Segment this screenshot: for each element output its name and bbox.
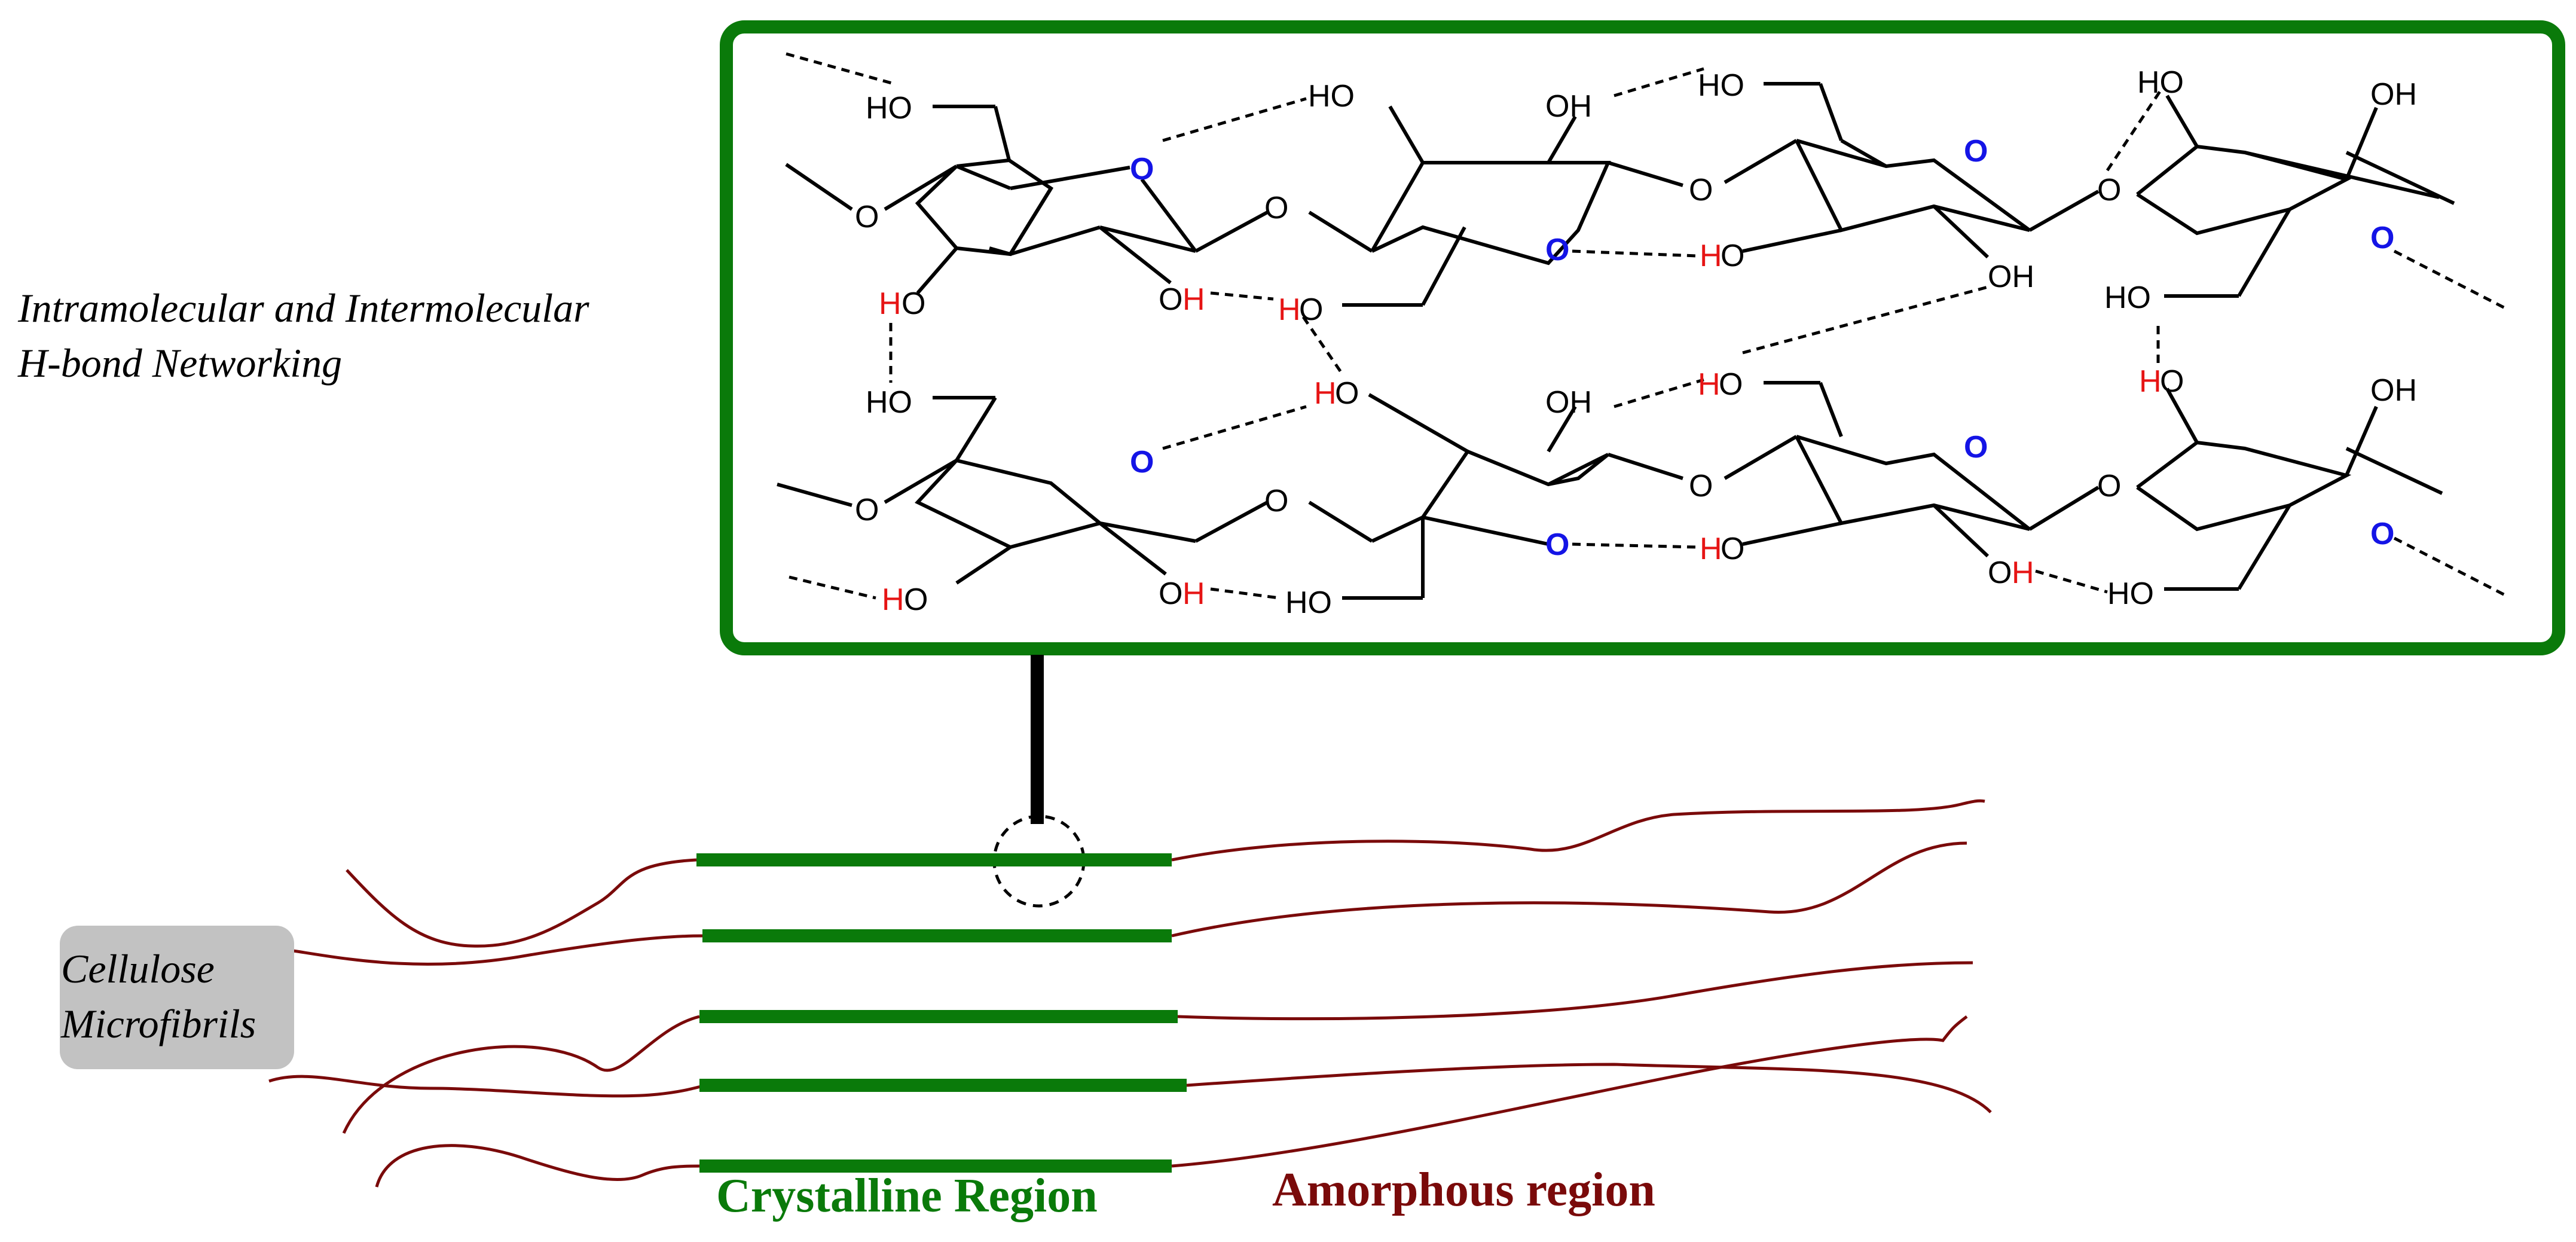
cellulose-chain-2 [777, 381, 2443, 600]
atom-oh: OH [1545, 385, 1592, 420]
hbond-frame [720, 20, 2565, 655]
amorphous-region-label: Amorphous region [1272, 1164, 1655, 1216]
atom-o: O [1721, 239, 1744, 273]
amorphous-strands [268, 799, 1992, 1188]
atom-o: O [1689, 173, 1713, 207]
atom-ho: HO [2137, 65, 2184, 100]
atom-h-bonded: H [2139, 364, 2162, 399]
atom-o: O [1264, 191, 1288, 225]
atom-o-ring: O [1545, 527, 1569, 562]
atom-o: O [2097, 469, 2121, 503]
atom-o-ring: O [2370, 517, 2394, 551]
microfibril-label-line-2: Microfibrils [61, 1000, 256, 1046]
atom-o-ring: O [1130, 152, 1154, 187]
atom-ho: HO [1308, 79, 1355, 114]
hbond-label-line-2: H-bond Networking [18, 340, 343, 386]
atom-h-bonded: H [1182, 282, 1205, 317]
atom-o: O [1719, 367, 1743, 402]
atom-oh: OH [1988, 260, 2034, 294]
atom-o: O [1299, 292, 1323, 327]
atom-h-bonded: H [1278, 292, 1301, 327]
atom-h-bonded: H [1700, 239, 1722, 273]
atom-o: O [2160, 364, 2184, 399]
atom-ho: HO [1285, 585, 1332, 620]
crystalline-bars [696, 853, 1187, 1173]
atom-o: O [1721, 532, 1744, 566]
atom-ho: HO [2107, 576, 2154, 611]
atom-ho: HO [1698, 68, 1744, 103]
atom-ho: HO [866, 385, 912, 420]
atom-oh: OH [1545, 89, 1592, 124]
atom-o-ring: O [2370, 221, 2394, 255]
atom-o: O [1988, 556, 2012, 590]
atom-oh: OH [2370, 373, 2417, 408]
atom-o: O [902, 286, 925, 321]
atom-o-ring: O [1964, 430, 1988, 465]
atom-o: O [855, 493, 879, 527]
atom-ho: HO [2104, 280, 2151, 315]
atom-ho: HO [866, 91, 912, 126]
microfibril-label-box [60, 926, 294, 1069]
crystalline-region-label: Crystalline Region [716, 1170, 1098, 1222]
atom-h-bonded: H [1314, 376, 1337, 411]
hbond-network-label: Intramolecular and Intermolecular H-bond… [18, 281, 723, 391]
atom-h-bonded: H [1182, 576, 1205, 611]
atom-o-ring: O [1545, 233, 1569, 267]
atom-o-ring: O [1130, 445, 1154, 480]
atom-labels: HO O O O HO OH O O HO O O HO OH O OH HO … [855, 65, 2417, 620]
hydrogen-bonds [786, 52, 2506, 600]
atom-o: O [1159, 282, 1182, 317]
atom-oh: OH [2370, 77, 2417, 112]
microfibril-label-line-1: Cellulose [61, 946, 215, 991]
atom-o: O [904, 582, 928, 617]
atom-o: O [1689, 469, 1713, 503]
atom-o: O [2097, 173, 2121, 207]
atom-h-bonded: H [1698, 367, 1721, 402]
atom-h-bonded: H [882, 582, 904, 617]
atom-o: O [1264, 484, 1288, 518]
atom-o-ring: O [1964, 134, 1988, 169]
atom-o: O [855, 200, 879, 234]
hbond-label-line-1: Intramolecular and Intermolecular [18, 285, 589, 331]
atom-h-bonded: H [1700, 532, 1722, 566]
atom-o: O [1335, 376, 1359, 411]
atom-o: O [1159, 576, 1182, 611]
cellulose-chain-1 [785, 82, 2455, 307]
microfibril-label: Cellulose Microfibrils [60, 942, 294, 1052]
atom-h-bonded: H [2012, 556, 2034, 590]
atom-h-bonded: H [879, 286, 902, 321]
